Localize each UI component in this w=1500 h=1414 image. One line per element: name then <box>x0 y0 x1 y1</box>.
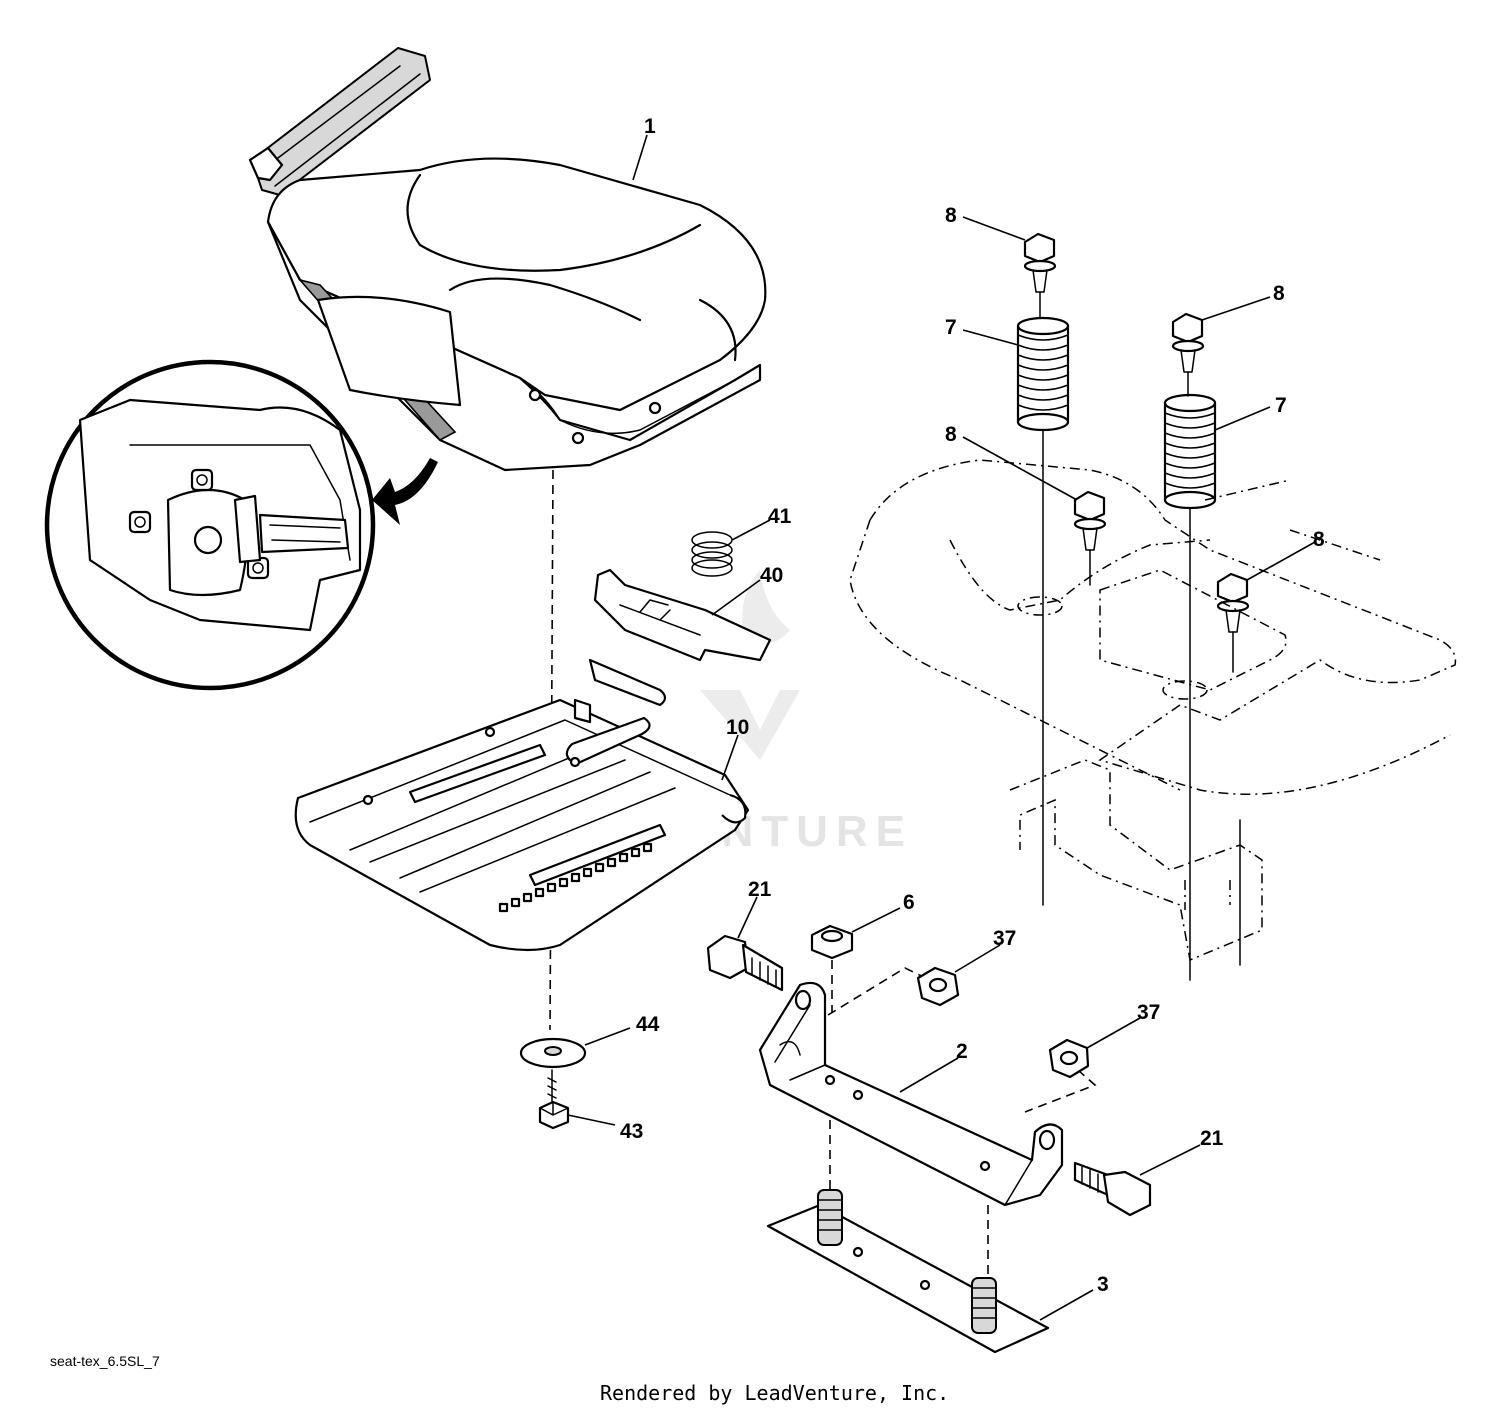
watermark-flame-icon <box>742 570 790 644</box>
seat-pan-adjust-holes <box>498 842 653 913</box>
nut-6-part[interactable] <box>810 924 854 960</box>
detail-arrow-icon <box>372 458 438 525</box>
callout-seat: 1 <box>644 115 656 138</box>
seat-pan-part[interactable] <box>294 658 750 952</box>
callout-bolt-21-left: 21 <box>748 878 772 901</box>
plate-3-part[interactable] <box>766 1189 1050 1354</box>
callout-spring-right: 7 <box>1275 394 1287 417</box>
callout-nut-37-lower: 37 <box>1137 1001 1160 1024</box>
callout-bolt-top-right: 8 <box>1273 282 1285 305</box>
washer-44-part[interactable] <box>519 1037 587 1069</box>
callout-seat-pan: 10 <box>726 716 749 739</box>
detail-inset <box>44 359 438 691</box>
callout-bolt-mid-right: 8 <box>1313 528 1325 551</box>
spring-right-part[interactable] <box>1163 393 1217 510</box>
clip-part[interactable] <box>593 568 772 662</box>
callout-plate-3: 3 <box>1097 1273 1109 1296</box>
callout-labels: 1 8 8 8 8 7 7 41 40 10 21 6 37 37 44 43 … <box>620 115 1325 1296</box>
callout-bolt-mid-left: 8 <box>945 423 957 446</box>
bolt-21-right-part[interactable] <box>1073 1161 1152 1217</box>
diagram-caption: seat-tex_6.5SL_7 <box>50 1353 160 1369</box>
callout-bolt-top-left: 8 <box>945 204 957 227</box>
callout-nut-37-upper: 37 <box>993 927 1016 950</box>
spring-left-part[interactable] <box>1016 316 1070 432</box>
callout-spring-left: 7 <box>945 316 957 339</box>
bolt-top-left-part[interactable] <box>1023 232 1057 293</box>
callout-bolt-21-right: 21 <box>1200 1127 1224 1150</box>
small-spring-part[interactable] <box>691 531 733 577</box>
watermark-logo-icon <box>700 690 800 760</box>
bolt-43-part[interactable] <box>538 1069 570 1130</box>
seat-part[interactable] <box>248 47 767 472</box>
callout-washer-44: 44 <box>636 1013 660 1036</box>
bolt-top-right-part[interactable] <box>1171 312 1205 373</box>
fender-ghost <box>849 459 1457 962</box>
callout-bracket-2: 2 <box>956 1040 968 1063</box>
bolt-21-left-part[interactable] <box>706 934 784 992</box>
nut-37-upper-part[interactable] <box>916 966 960 1007</box>
callout-nut-6: 6 <box>903 891 915 914</box>
nut-37-lower-part[interactable] <box>1048 1038 1090 1079</box>
bracket-2-part[interactable] <box>758 981 1064 1207</box>
callout-small-spring: 41 <box>768 505 792 528</box>
leader-lines <box>567 134 1316 1321</box>
render-credit: Rendered by LeadVenture, Inc. <box>600 1381 949 1405</box>
bolt-mid-left-part[interactable] <box>1073 490 1107 551</box>
callout-bolt-43: 43 <box>620 1120 643 1143</box>
callout-clip: 40 <box>760 564 783 587</box>
